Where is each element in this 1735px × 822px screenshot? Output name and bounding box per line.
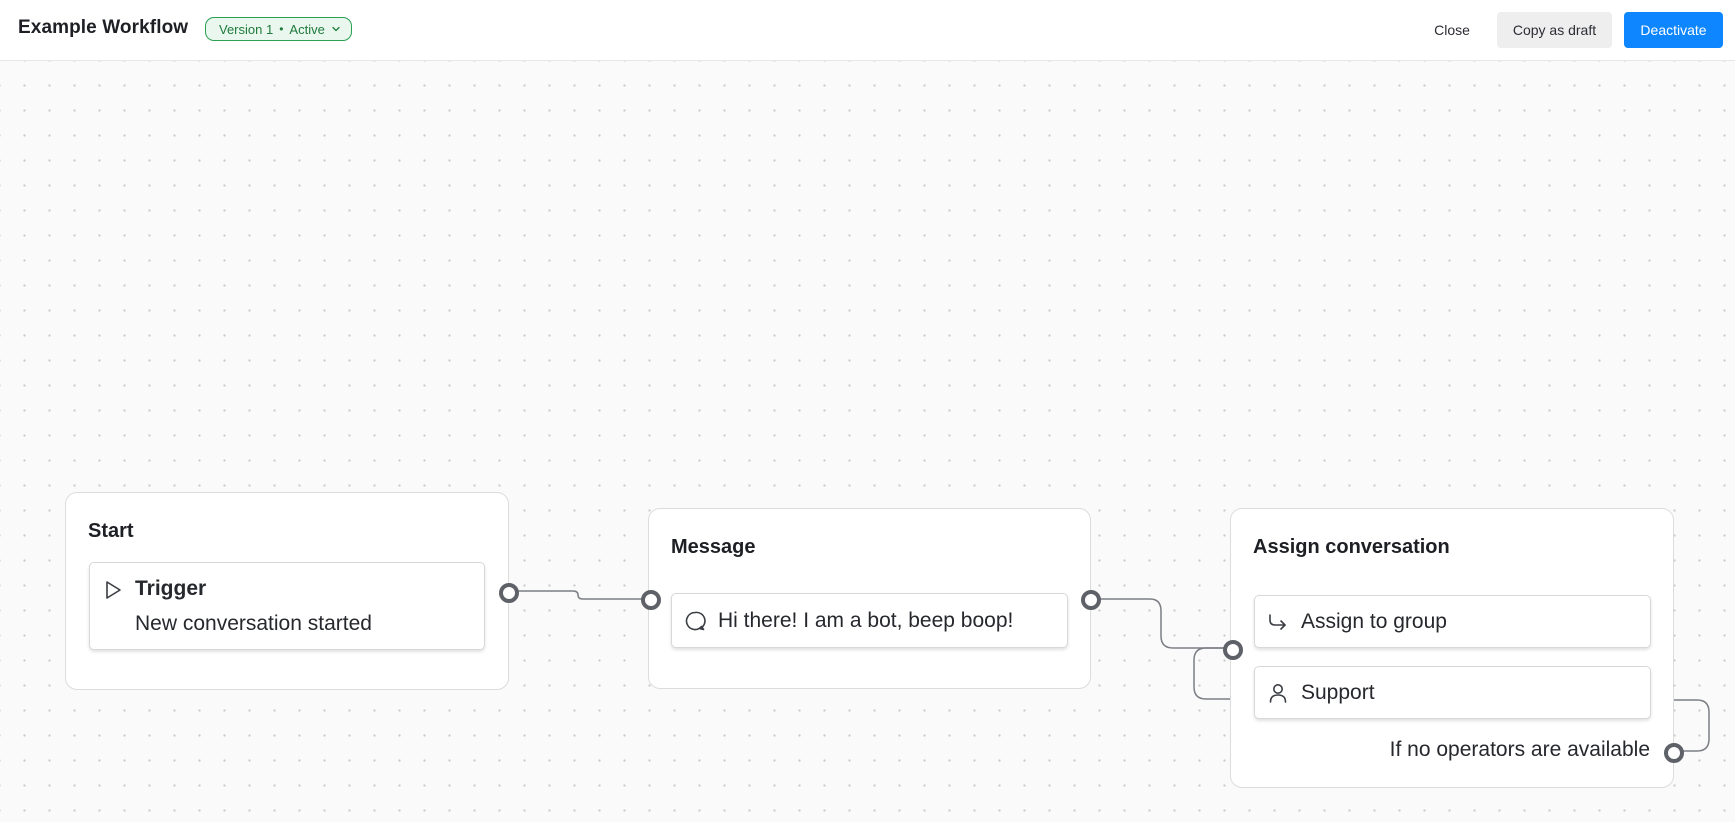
assign-group-label: Support	[1301, 681, 1375, 704]
message-card[interactable]: Hi there! I am a bot, beep boop!	[671, 593, 1068, 648]
trigger-value: New conversation started	[135, 612, 372, 635]
start-node-title: Start	[88, 520, 134, 542]
user-icon	[1269, 684, 1287, 703]
trigger-card[interactable]: Trigger New conversation started	[89, 562, 485, 650]
assign-group-card[interactable]: Support	[1254, 666, 1651, 719]
workflow-title: Example Workflow	[18, 17, 189, 38]
start-node[interactable]: Start Trigger New conversation started	[65, 492, 509, 690]
close-button[interactable]: Close	[1434, 22, 1470, 38]
fallback-output-port[interactable]	[1664, 743, 1684, 763]
status-label: Active	[289, 21, 325, 37]
play-icon	[106, 581, 121, 599]
assign-action-label: Assign to group	[1301, 610, 1447, 633]
assign-node-title: Assign conversation	[1253, 536, 1450, 558]
message-input-port[interactable]	[641, 590, 661, 610]
trigger-label: Trigger	[135, 577, 207, 600]
assign-arrow-icon	[1269, 614, 1286, 630]
assign-input-port[interactable]	[1223, 640, 1243, 660]
chevron-down-icon	[332, 26, 340, 32]
top-bar: Example Workflow Version 1 • Active Clos…	[0, 0, 1735, 61]
copy-as-draft-button[interactable]: Copy as draft	[1497, 12, 1612, 48]
chat-bubble-icon	[685, 611, 706, 631]
message-output-port[interactable]	[1081, 590, 1101, 610]
assign-action-card[interactable]: Assign to group	[1254, 595, 1651, 648]
fallback-label: If no operators are available	[1389, 738, 1650, 761]
start-output-port[interactable]	[499, 583, 519, 603]
message-node-title: Message	[671, 536, 756, 558]
message-text: Hi there! I am a bot, beep boop!	[718, 609, 1014, 632]
version-status-dropdown[interactable]: Version 1 • Active	[205, 17, 352, 41]
assign-node[interactable]: Assign conversation Assign to group Supp…	[1230, 508, 1674, 788]
deactivate-button[interactable]: Deactivate	[1624, 12, 1723, 48]
separator-dot: •	[279, 22, 284, 36]
version-label: Version 1	[219, 21, 274, 37]
message-node[interactable]: Message Hi there! I am a bot, beep boop!	[648, 508, 1091, 689]
